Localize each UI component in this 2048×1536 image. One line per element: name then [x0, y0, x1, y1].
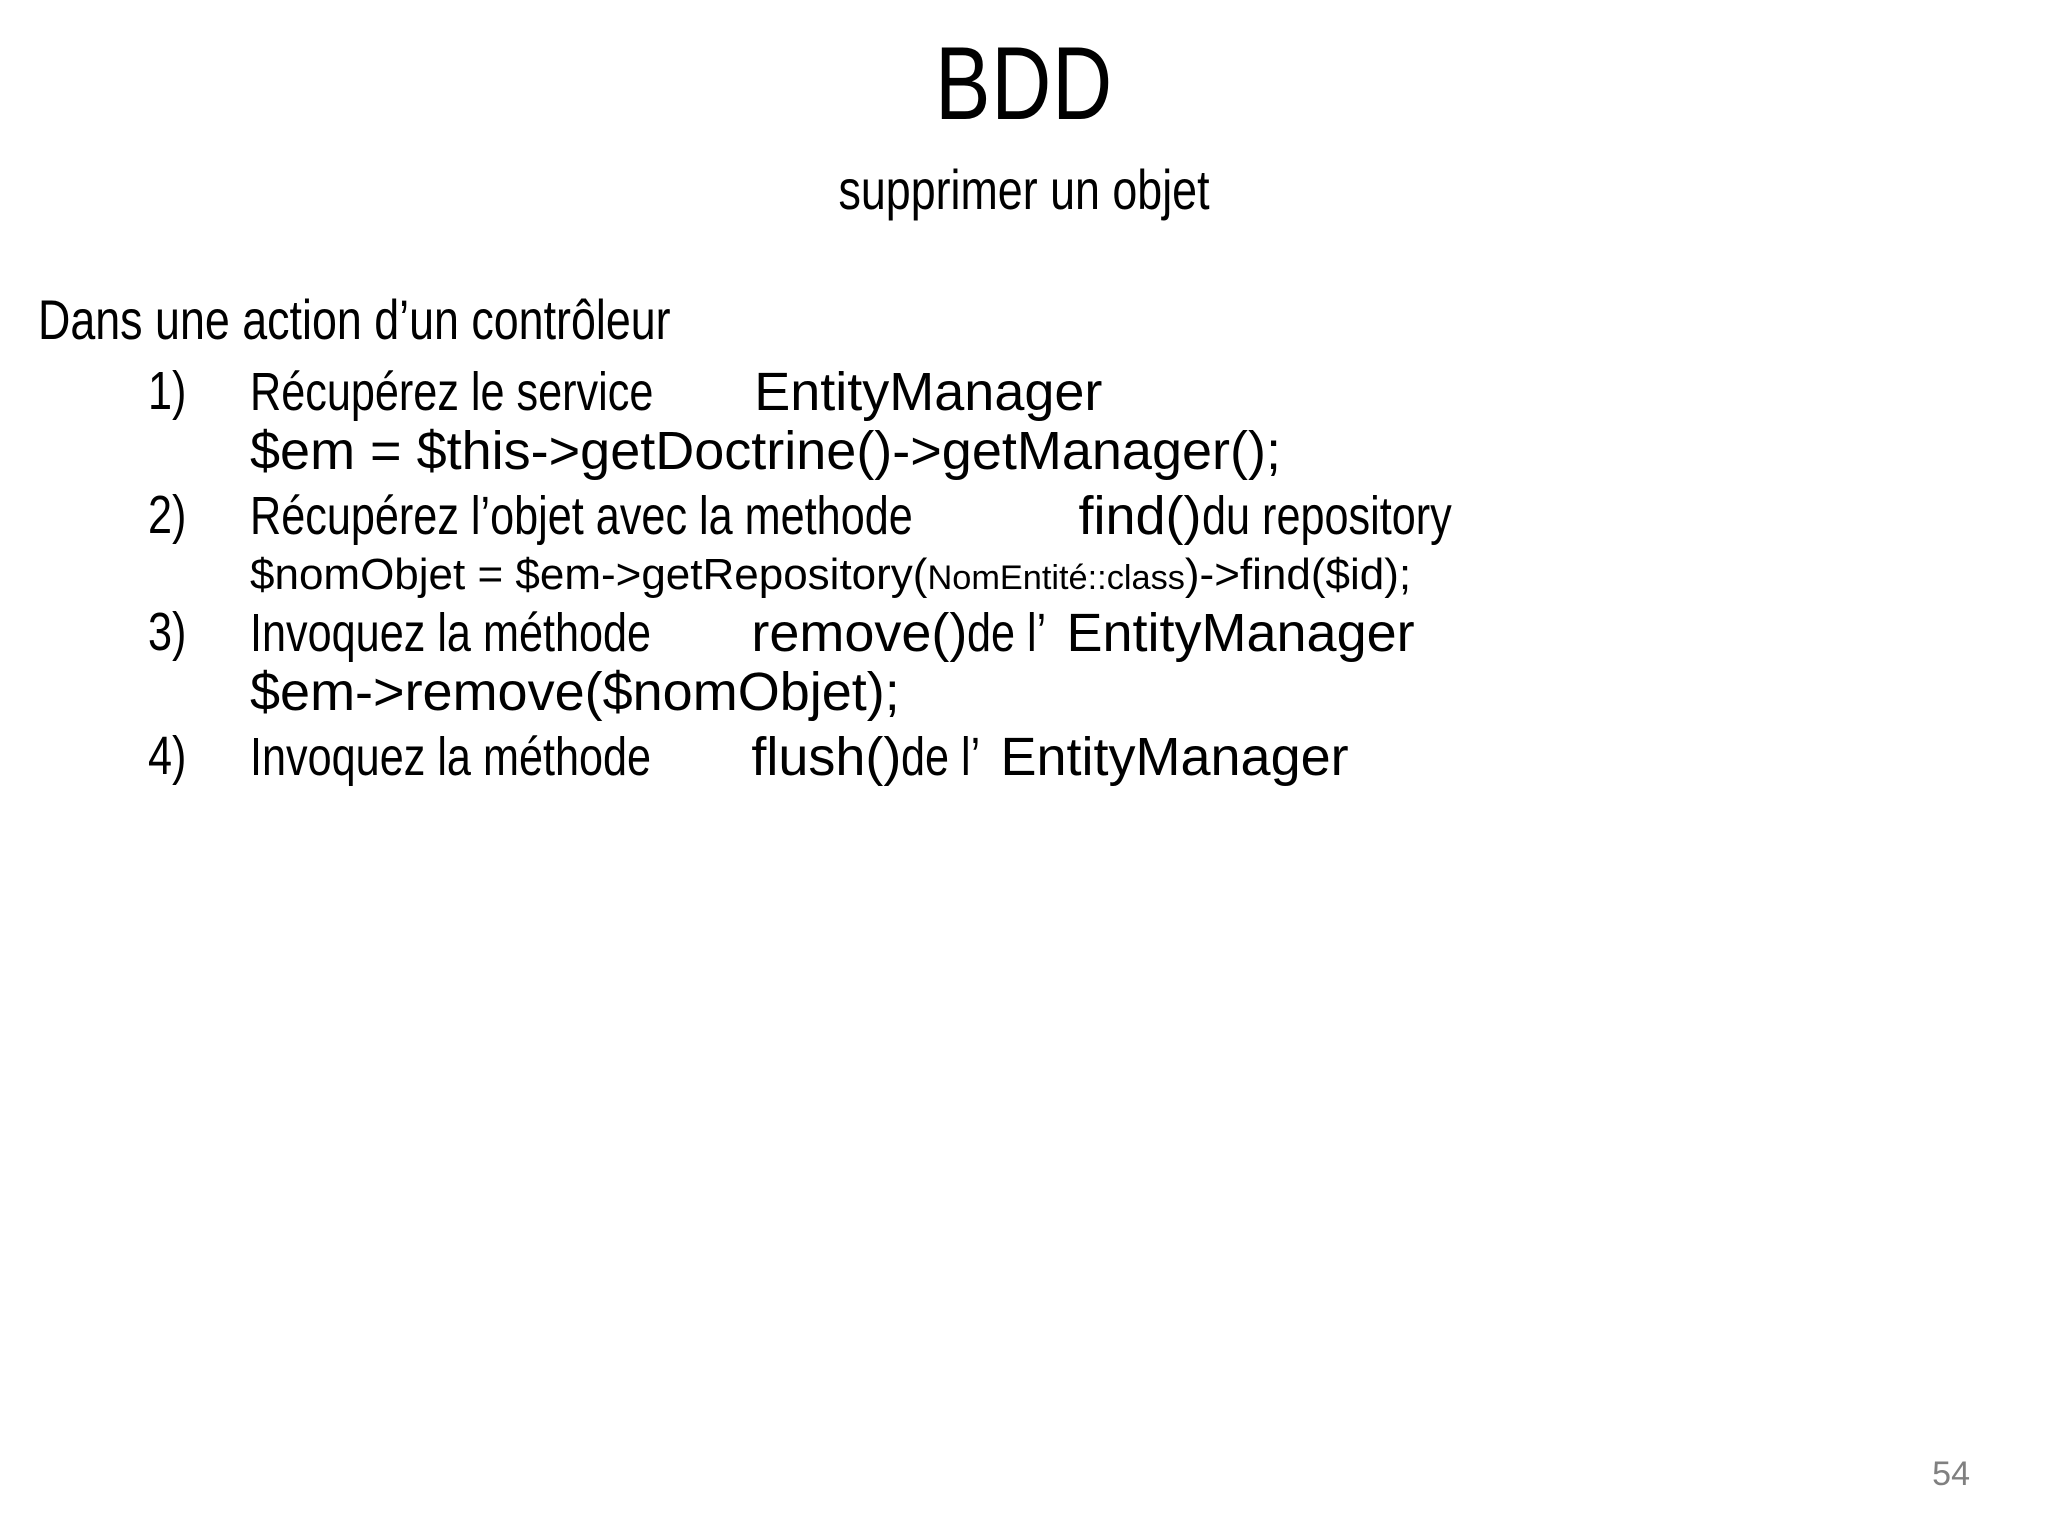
slide-body: Dans une action d’un contrôleur 1) Récup…: [0, 292, 2048, 801]
step-number: 2): [148, 484, 187, 545]
code-snippet-head: $nomObjet = $em->getRepository(: [250, 549, 928, 599]
list-item: 2) Récupérez l’objet avec la methode fin…: [0, 484, 2048, 599]
steps-list: 1) Récupérez le service EntityManager $e…: [0, 364, 2048, 785]
step-text: Invoquez la méthode flush() de l’ EntityM…: [250, 726, 2048, 787]
code-snippet-tail: )->find($id);: [1184, 549, 1412, 599]
step-prose: Invoquez la méthode: [250, 602, 652, 663]
list-item: 3) Invoquez la méthode remove() de l’Ent…: [0, 605, 2048, 723]
step-code-line: $nomObjet = $em->getRepository(NomEntité…: [250, 550, 2048, 599]
step-number: 4): [148, 725, 187, 786]
step-text: Récupérez le service EntityManager: [250, 364, 2048, 420]
step-prose-tail: du repository: [1201, 485, 1452, 546]
step-code-term: find(): [1078, 485, 1202, 546]
list-item: 4) Invoquez la méthode flush() de l’ Enti…: [0, 725, 2048, 787]
code-snippet: $em = $this->getDoctrine()->getManager()…: [250, 421, 1281, 482]
step-number: 3): [148, 601, 187, 662]
step-prose-tail: de l’: [967, 602, 1047, 663]
step-number: 1): [148, 361, 187, 421]
step-code-line: $em->remove($nomObjet);: [250, 662, 2048, 723]
step-text: Récupérez l’objet avec la methode find()…: [250, 485, 2048, 546]
step-prose: Récupérez le service: [250, 362, 654, 422]
page-title: BDD: [934, 26, 1114, 142]
title-block: BDD supprimer un objet: [0, 26, 2048, 222]
step-prose: Invoquez la méthode: [250, 726, 652, 787]
step-code-term: EntityManager: [754, 362, 1103, 422]
step-prose-tail: de l’: [901, 726, 981, 787]
step-code-term-2: EntityManager: [1000, 726, 1349, 787]
step-code-line: $em = $this->getDoctrine()->getManager()…: [250, 421, 2048, 482]
page-number: 54: [1932, 1455, 1970, 1493]
list-item: 1) Récupérez le service EntityManager $e…: [0, 364, 2048, 482]
step-code-term-2: EntityManager: [1066, 602, 1415, 663]
page-subtitle: supprimer un objet: [838, 158, 1210, 222]
intro-line-text: Dans une action d’un contrôleur: [38, 288, 671, 351]
code-snippet: $em->remove($nomObjet);: [250, 662, 900, 723]
step-code-term: flush(): [751, 726, 902, 787]
code-snippet-literal: NomEntité::class: [927, 558, 1185, 597]
step-text: Invoquez la méthode remove() de l’ Entity…: [250, 605, 2048, 661]
step-prose: Récupérez l’objet avec la methode: [250, 485, 913, 546]
intro-line: Dans une action d’un contrôleur: [0, 292, 2048, 348]
step-code-term: remove(): [751, 602, 968, 663]
